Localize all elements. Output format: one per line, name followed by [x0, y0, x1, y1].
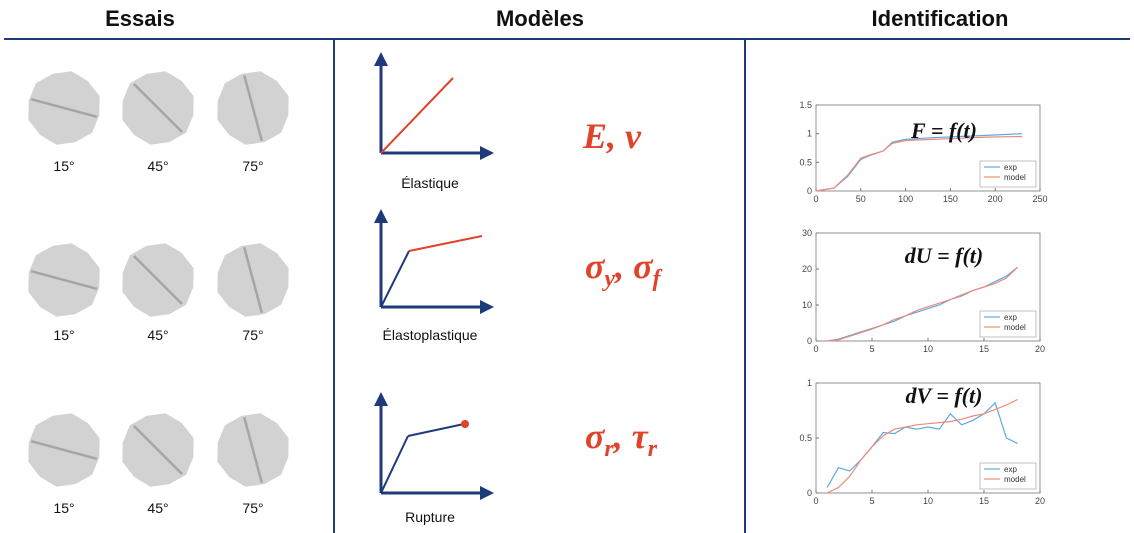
y-tick-label: 30 [802, 228, 812, 238]
y-tick-label: 1 [807, 378, 812, 388]
elastoplastic-model-diagram [374, 209, 494, 314]
y-tick-label: 1 [807, 129, 812, 139]
x-tick-label: 15 [979, 344, 989, 354]
param-elastique: E, ν [583, 116, 641, 156]
header-essais: Essais [105, 6, 175, 31]
model-label-elastoplastique: Élastoplastique [382, 327, 478, 343]
param-rupture: σr, τr [585, 416, 658, 463]
crack-line [133, 255, 183, 305]
column-divider-left [333, 40, 335, 533]
angle-label: 15° [53, 500, 75, 516]
crack-line [242, 416, 264, 484]
crack-line [30, 269, 98, 291]
x-tick-label: 5 [869, 496, 874, 506]
plot-title-du: dU = f(t) [904, 243, 984, 268]
crack-line [133, 83, 183, 133]
elastic-model-diagram [374, 52, 494, 160]
angle-label: 75° [242, 327, 264, 343]
legend-label: exp [1004, 313, 1017, 322]
y-tick-label: 0 [807, 336, 812, 346]
angle-label: 45° [147, 158, 169, 174]
y-tick-label: 0.5 [799, 433, 812, 443]
legend-label: model [1004, 475, 1026, 484]
crack-line [30, 439, 98, 461]
angle-label: 15° [53, 158, 75, 174]
x-tick-label: 0 [813, 194, 818, 204]
legend-label: exp [1004, 163, 1017, 172]
specimen-disc [122, 413, 194, 487]
column-divider-right [744, 40, 746, 533]
legend-box [979, 160, 1037, 188]
x-tick-label: 0 [813, 344, 818, 354]
x-tick-label: 15 [979, 496, 989, 506]
rupture-model-diagram [374, 392, 494, 500]
crack-line [242, 246, 264, 314]
angle-label: 15° [53, 327, 75, 343]
legend-box [979, 462, 1037, 490]
header-divider [4, 38, 1130, 40]
header-identification: Identification [871, 6, 1009, 31]
specimen-disc [217, 71, 289, 145]
model-label-rupture: Rupture [405, 509, 455, 525]
angle-label: 45° [147, 500, 169, 516]
y-tick-label: 10 [802, 300, 812, 310]
header-modeles: Modèles [495, 6, 585, 31]
specimen-disc [28, 413, 100, 487]
series-line-model [827, 266, 1019, 342]
x-tick-label: 20 [1035, 496, 1045, 506]
specimen-disc [217, 413, 289, 487]
y-tick-label: 0 [807, 186, 812, 196]
y-tick-label: 1.5 [799, 100, 812, 110]
y-tick-label: 0 [807, 488, 812, 498]
y-tick-label: 20 [802, 264, 812, 274]
angle-label: 75° [242, 158, 264, 174]
x-tick-label: 200 [988, 194, 1003, 204]
param-elastoplastique: σy, σf [585, 246, 661, 293]
specimen-disc [28, 243, 100, 317]
y-tick-label: 0.5 [799, 157, 812, 167]
x-tick-label: 10 [923, 344, 933, 354]
legend-label: exp [1004, 465, 1017, 474]
crack-line [30, 97, 98, 119]
crack-line [242, 74, 264, 142]
plot-title-force: F = f(t) [911, 118, 977, 143]
specimen-disc [122, 71, 194, 145]
x-tick-label: 5 [869, 344, 874, 354]
crack-line [133, 425, 183, 475]
series-line-model [826, 398, 1018, 494]
x-tick-label: 50 [856, 194, 866, 204]
angle-label: 45° [147, 327, 169, 343]
legend-label: model [1004, 323, 1026, 332]
x-tick-label: 100 [898, 194, 913, 204]
x-tick-label: 250 [1032, 194, 1047, 204]
specimen-disc [28, 71, 100, 145]
angle-label: 75° [242, 500, 264, 516]
legend-label: model [1004, 173, 1026, 182]
x-tick-label: 20 [1035, 344, 1045, 354]
x-tick-label: 0 [813, 496, 818, 506]
specimen-disc [122, 243, 194, 317]
model-label-elastique: Élastique [401, 175, 459, 191]
plot-title-dv: dV = f(t) [905, 383, 983, 408]
series-line-model [815, 135, 1023, 192]
legend-box [979, 310, 1037, 338]
specimen-disc [217, 243, 289, 317]
x-tick-label: 10 [923, 496, 933, 506]
x-tick-label: 150 [943, 194, 958, 204]
